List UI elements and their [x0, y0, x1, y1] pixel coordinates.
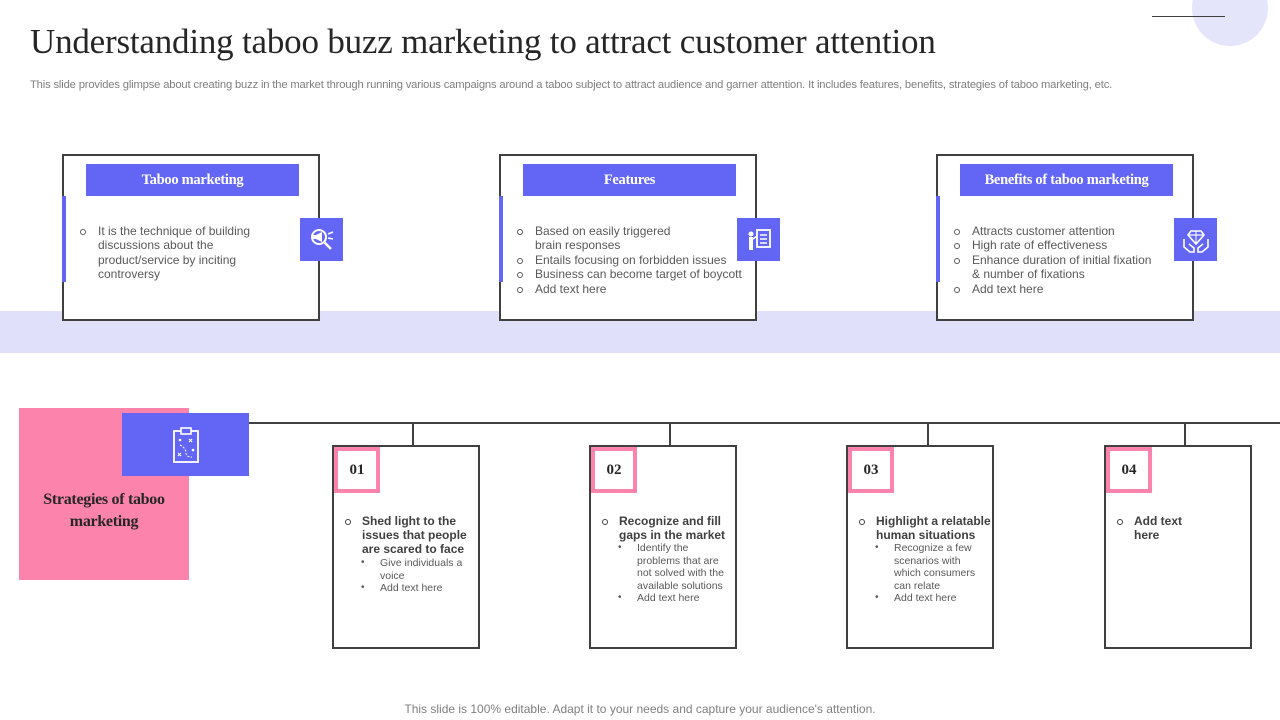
card-heading: Taboo marketing [86, 164, 299, 196]
step-heading: Recognize and fill gaps in the market [599, 514, 737, 542]
list-item: Add text here [515, 282, 755, 296]
step-number: 01 [338, 451, 376, 489]
card-list: Based on easily triggered brain response… [515, 224, 755, 296]
strategy-step-01: 01 Shed light to the issues that people … [332, 445, 480, 649]
timeline-line [249, 422, 1280, 424]
list-item: High rate of effectiveness [952, 238, 1157, 252]
card-taboo-marketing: Taboo marketing It is the technique of b… [62, 154, 343, 321]
list-item: Entails focusing on forbidden issues [515, 253, 755, 267]
timeline-connector [412, 423, 414, 445]
step-content: Shed light to the issues that people are… [342, 514, 478, 595]
megaphone-icon [300, 218, 343, 261]
step-content: Add text here [1114, 514, 1250, 542]
timeline-connector [669, 423, 671, 445]
step-heading: Highlight a relatable human situations [856, 514, 994, 542]
card-features: Features Based on easily triggered brain… [499, 154, 780, 321]
decorative-line [1152, 16, 1225, 17]
list-item: Give individuals a voice [342, 557, 464, 582]
list-item: Enhance duration of initial fixation & n… [952, 253, 1157, 282]
step-heading: Shed light to the issues that people are… [342, 514, 474, 556]
page-title: Understanding taboo buzz marketing to at… [30, 22, 936, 61]
list-item: Add text here [599, 592, 735, 605]
step-number: 02 [595, 451, 633, 489]
decorative-circle [1192, 0, 1268, 46]
card-accent-bar [936, 196, 940, 282]
card-accent-bar [499, 196, 503, 282]
page-subtitle: This slide provides glimpse about creati… [30, 79, 1113, 91]
timeline-connector [1184, 423, 1186, 445]
strategies-title: Strategies of taboo marketing [43, 491, 165, 530]
step-heading: Add text here [1114, 514, 1182, 542]
card-benefits: Benefits of taboo marketing Attracts cus… [936, 154, 1217, 321]
step-content: Highlight a relatable human situations R… [856, 514, 992, 605]
step-number-badge: 04 [1106, 447, 1152, 493]
list-item: Add text here [856, 592, 992, 605]
footer-note: This slide is 100% editable. Adapt it to… [404, 702, 876, 716]
timeline-connector [927, 423, 929, 445]
list-item: Business can become target of boycott [515, 267, 755, 281]
step-number-badge: 03 [848, 447, 894, 493]
list-item: Based on easily triggered brain response… [515, 224, 695, 253]
step-sub-list: Identify the problems that are not solve… [599, 542, 735, 605]
step-content: Recognize and fill gaps in the market Id… [599, 514, 735, 605]
presentation-board-icon [737, 218, 780, 261]
card-heading: Benefits of taboo marketing [960, 164, 1173, 196]
strategy-step-03: 03 Highlight a relatable human situation… [846, 445, 994, 649]
strategy-step-02: 02 Recognize and fill gaps in the market… [589, 445, 737, 649]
list-item: Add text here [342, 582, 478, 595]
strategy-step-04: 04 Add text here [1104, 445, 1252, 649]
list-item: It is the technique of building discussi… [78, 224, 268, 282]
clipboard-strategy-icon [122, 413, 249, 476]
card-list: Attracts customer attention High rate of… [952, 224, 1157, 296]
list-item: Identify the problems that are not solve… [599, 542, 729, 592]
card-heading: Features [523, 164, 736, 196]
list-item: Add text here [952, 282, 1157, 296]
step-number: 03 [852, 451, 890, 489]
diamond-hands-icon [1174, 218, 1217, 261]
card-accent-bar [62, 196, 66, 282]
step-number-badge: 02 [591, 447, 637, 493]
step-sub-list: Recognize a few scenarios with which con… [856, 542, 992, 605]
card-list: It is the technique of building discussi… [78, 224, 268, 282]
step-number-badge: 01 [334, 447, 380, 493]
step-number: 04 [1110, 451, 1148, 489]
list-item: Attracts customer attention [952, 224, 1157, 238]
step-sub-list: Give individuals a voice Add text here [342, 557, 478, 595]
list-item: Recognize a few scenarios with which con… [856, 542, 986, 592]
